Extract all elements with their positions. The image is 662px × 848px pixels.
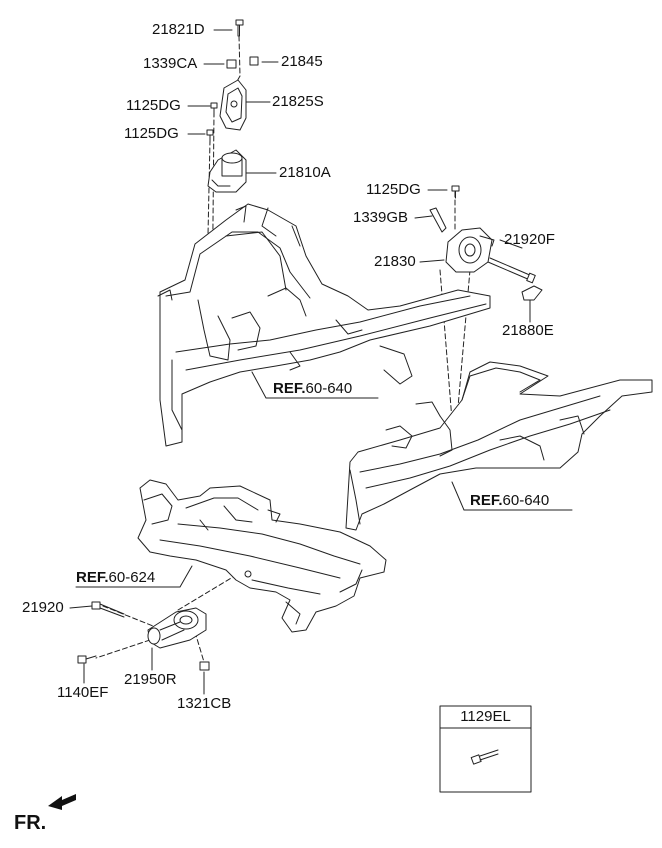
inset-box <box>439 705 532 793</box>
engine-mount-upper <box>206 19 259 193</box>
part-label-1339GB: 1339GB <box>353 209 409 226</box>
part-label-21825S: 21825S <box>272 93 324 110</box>
ref-label-2: REF.60-640 <box>470 492 550 509</box>
bolt-icon <box>470 749 499 765</box>
right-side-member <box>345 361 653 531</box>
part-label-1125DG-b: 1125DG <box>124 125 179 142</box>
part-label-21810A: 21810A <box>279 164 331 181</box>
front-direction-label: FR. <box>14 812 47 834</box>
part-label-21920: 21920 <box>22 599 64 616</box>
part-label-1125DG-c: 1125DG <box>366 181 421 198</box>
left-side-member <box>157 203 491 447</box>
part-label-21880E: 21880E <box>502 322 554 339</box>
ref-label-3: REF.60-624 <box>76 569 156 586</box>
part-label-21845: 21845 <box>281 53 323 70</box>
ref-label-1: REF.60-640 <box>273 380 353 397</box>
part-label-21830: 21830 <box>374 253 416 270</box>
transmission-mount <box>429 185 543 301</box>
part-label-1140EF: 1140EF <box>57 684 109 701</box>
subframe <box>137 479 387 633</box>
roll-rod <box>77 601 210 671</box>
front-arrow-icon <box>48 794 76 810</box>
part-label-1339CA: 1339CA <box>143 55 198 72</box>
part-label-21920F: 21920F <box>504 231 555 248</box>
part-label-1125DG-a: 1125DG <box>126 97 181 114</box>
part-label-1321CB: 1321CB <box>177 695 232 712</box>
inset-part-label: 1129EL <box>460 708 511 725</box>
part-label-21821D: 21821D <box>152 21 205 38</box>
part-label-21950R: 21950R <box>124 671 177 688</box>
